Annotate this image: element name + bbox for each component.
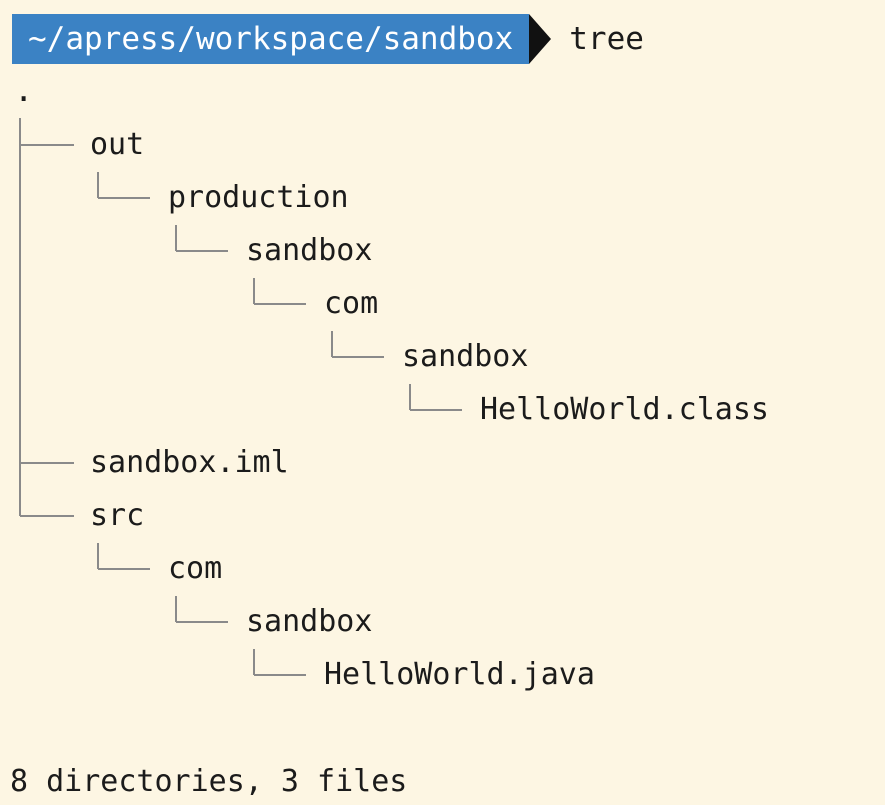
tree-node-src: src	[90, 498, 145, 533]
tree-summary: 8 directories, 3 files	[10, 764, 408, 799]
tree-node-sandbox: sandbox	[246, 604, 373, 639]
tree-node-helloworld-class: HelloWorld.class	[480, 392, 769, 427]
prompt-arrow-icon	[529, 14, 552, 64]
tree-node-sandbox-iml: sandbox.iml	[90, 445, 289, 480]
tree-node-helloworld-java: HelloWorld.java	[324, 657, 595, 692]
prompt-path: ~/apress/workspace/sandbox	[12, 14, 530, 64]
tree-node-sandbox: sandbox	[402, 339, 529, 374]
shell-prompt: ~/apress/workspace/sandbox tree	[12, 14, 644, 64]
tree-node-com: com	[324, 286, 379, 321]
tree-node-com: com	[168, 551, 223, 586]
tree-node-sandbox: sandbox	[246, 233, 373, 268]
tree-root: .	[14, 71, 34, 109]
prompt-command: tree	[569, 21, 644, 57]
tree-node-out: out	[90, 127, 145, 162]
tree-node-production: production	[168, 180, 349, 215]
